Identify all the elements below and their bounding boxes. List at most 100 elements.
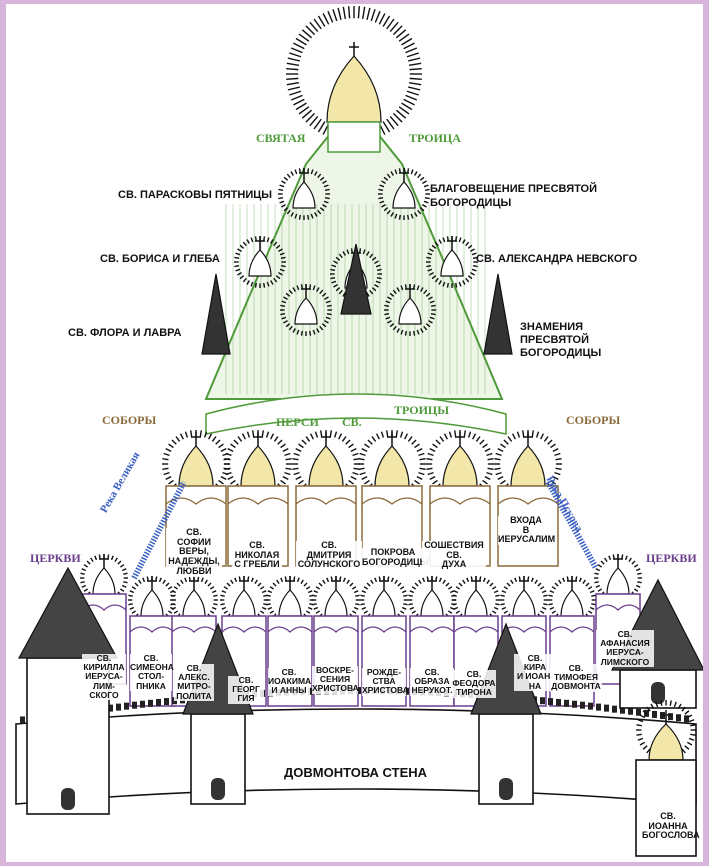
church-arch-9: [501, 626, 547, 633]
sobor-dome-3: [374, 445, 410, 487]
church-arch-10: [549, 626, 595, 633]
church-label-feodor: СВ. ФЕОДОРА ТИРОНА: [452, 669, 496, 698]
church-arch-4: [267, 626, 313, 633]
sobor-label-soshestvie: СОШЕСТВИЯ СВ. ДУХА: [422, 540, 486, 571]
sobor-dome-5: [510, 445, 546, 487]
church-dome-4: [278, 589, 302, 617]
sobory-heading-right: СОБОРЫ: [566, 413, 621, 427]
church-dome-2: [182, 589, 206, 617]
wall-merlon: [580, 701, 585, 709]
church-label-obraz: СВ. ОБРАЗА НЕРУКОТ.: [410, 667, 454, 696]
church-dome-9: [512, 589, 536, 617]
church-label-afanasy: СВ. АФАНАСИЯ ИЕРУСА- ЛИМСКОГО: [596, 629, 654, 667]
church-dome-8: [464, 589, 488, 617]
sobor-label-sofia: СВ. СОФИИ ВЕРЫ, НАДЕЖДЫ, ЛЮБВИ: [166, 527, 222, 577]
trinity-drum: [327, 121, 381, 153]
trinity-subdome-halo-1: [378, 168, 430, 220]
church-label-timofei: СВ. ТИМОФЕЯ ДОВМОНТА: [550, 663, 602, 692]
wall-merlon: [604, 704, 609, 712]
dovmont-wall: [15, 708, 697, 805]
church-label-georgy: СВ. ГЕОРГ ГИЯ: [228, 675, 264, 704]
church-dome-7: [420, 589, 444, 617]
church-arch-2: [171, 626, 217, 633]
bottom-church-body: [635, 759, 697, 857]
trinity-subdome-halo-6: [384, 284, 436, 336]
church-arch-8: [453, 626, 499, 633]
sobor-arch-5: [497, 497, 559, 505]
wall-merlon: [572, 700, 577, 708]
sobor-arch-2: [295, 497, 357, 505]
sobor-dome-4: [442, 445, 478, 487]
sobor-label-pokrov: ПОКРОВА БОГОРОДИЦЫ: [362, 547, 429, 568]
church-arch-1: [129, 626, 175, 633]
church-arch-5: [313, 626, 359, 633]
wall-merlon: [356, 687, 361, 694]
church-label-ioakim: СВ. ИОАКИМА И АННЫ: [268, 667, 312, 696]
wall-merlon: [108, 704, 113, 712]
trinity-subdome-halo-3: [426, 236, 478, 288]
trinity-subdome-4: [294, 297, 318, 325]
wall-merlon: [628, 707, 633, 715]
wall-merlon: [148, 699, 153, 707]
church-label-alexiy: СВ. АЛЕКС. МИТРО- ПОЛИТА: [174, 663, 214, 701]
wall-merlon: [116, 703, 121, 711]
sobor-arch-0: [165, 497, 227, 505]
wall-merlon: [636, 708, 641, 716]
trinity-subdome-halo-0: [278, 168, 330, 220]
wall-merlon: [124, 702, 129, 710]
trinity-subdome-halo-2: [234, 236, 286, 288]
church-dome-6: [372, 589, 396, 617]
wall-merlon: [620, 706, 625, 714]
tower-tent-left: [201, 273, 231, 355]
label-paraskeva: СВ. ПАРАСКОВЫ ПЯТНИЦЫ: [118, 189, 273, 201]
trinity-subdome-halo-4: [280, 284, 332, 336]
sobor-label-nikolai: СВ. НИКОЛАЯ С ГРЕБЛИ: [232, 540, 282, 571]
wall-label: ДОВМОНТОВА СТЕНА: [284, 765, 428, 780]
tower-far-left-gate: [61, 788, 75, 810]
river-velikaya: [131, 480, 187, 580]
wall-merlon: [164, 698, 169, 706]
wall-merlon: [676, 714, 681, 722]
church-label-simeon: СВ. СИМЕОНА СТОЛ- ПНИКА: [130, 653, 174, 691]
bottom-church-label: СВ. ИОАННА БОГОСЛОВА: [642, 811, 700, 842]
label-znamenie-1: ЗНАМЕНИЯ: [520, 321, 584, 333]
label-annunciation-2: БОГОРОДИЦЫ: [430, 197, 512, 209]
diagram-frame: СВЯТАЯ ТРОИЦА СВ. ПАРАСКОВЫ ПЯТНИЦЫ БЛАГ…: [6, 4, 703, 862]
label-znamenie-2: ПРЕСВЯТОЙ: [520, 334, 590, 346]
sobor-dome-0: [178, 445, 214, 487]
diagram-artwork: [15, 6, 703, 857]
trinity-base-2: СВ.: [342, 415, 362, 429]
church-body-10: [549, 615, 595, 707]
wall-merlon: [652, 710, 657, 718]
wall-merlon: [556, 698, 561, 706]
bottom-church-dome: [648, 723, 684, 761]
wall-merlon: [612, 705, 617, 713]
wall-merlon: [140, 700, 145, 708]
trinity-base-1: ПЕРСИ: [276, 415, 319, 429]
sobor-dome-1: [240, 445, 276, 487]
tserkvi-heading-left: ЦЕРКВИ: [30, 551, 81, 565]
wall-merlon: [588, 702, 593, 710]
sobor-label-vkhod: ВХОДА В ИЕРУСАЛИМ: [498, 515, 556, 546]
sobor-dome-2: [308, 445, 344, 487]
church-label-rozhdestvo: РОЖДЕ- СТВА ХРИСТОВА: [362, 667, 409, 696]
tower-inner-left-gate: [211, 778, 225, 800]
tower-tent-right: [483, 273, 513, 355]
center-tent: [340, 243, 372, 315]
wall-merlon: [132, 701, 137, 709]
church-arch-3: [221, 626, 267, 633]
sobor-arch-3: [361, 497, 423, 505]
wall-merlon: [564, 699, 569, 707]
wall-merlon: [540, 697, 545, 705]
river-pskova: [545, 480, 599, 570]
church-dome-0: [92, 567, 116, 595]
sobor-arch-4: [429, 497, 491, 505]
trinity-subdome-6: [398, 297, 422, 325]
church-dome-1: [140, 589, 164, 617]
church-arch-6: [361, 626, 407, 633]
tower-far-left-roof: [17, 566, 119, 659]
trinity-title-right: ТРОИЦА: [409, 131, 461, 145]
trinity-subdome-1: [392, 181, 416, 209]
trinity-title-left: СВЯТАЯ: [256, 131, 306, 145]
church-label-kirill: СВ. КИРИЛЛА ИЕРУСА- ЛИМ- СКОГО: [82, 653, 126, 700]
